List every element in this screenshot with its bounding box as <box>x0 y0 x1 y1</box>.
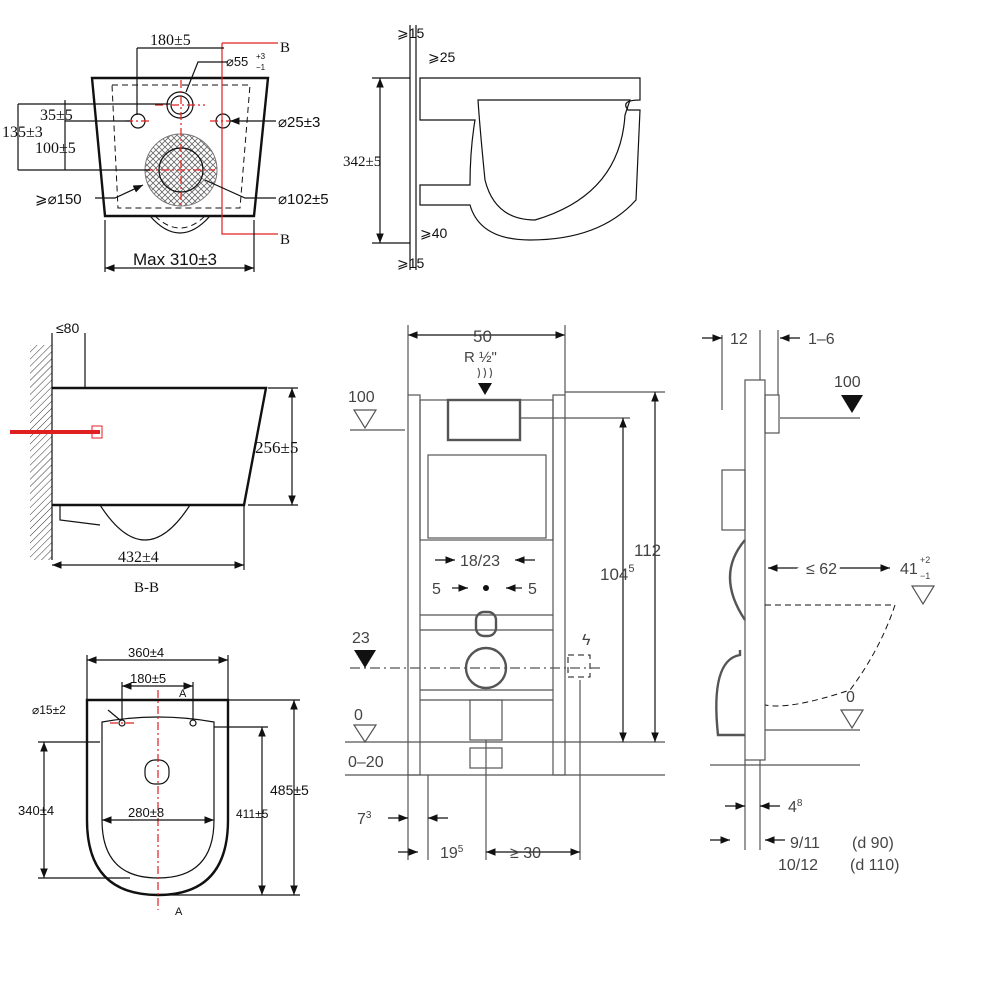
dia-55-tol-minus: −1 <box>256 63 266 72</box>
dim-48: 48 <box>788 798 803 816</box>
bowl-top-view: B B 180±5 ⌀55 +3 −1 ⌀25±3 35±5 135±3 100… <box>2 32 329 272</box>
section-mark-b-top: B <box>280 40 290 56</box>
section-title: B-B <box>134 580 159 596</box>
dim-340: 340±4 <box>18 803 54 818</box>
section-mark-b-bottom: B <box>280 232 290 248</box>
frame-side-view: 12 1–6 100 ≤ 62 41 +2 −1 0 48 9/11 (d 90… <box>702 330 936 874</box>
d110: (d 110) <box>850 857 900 874</box>
dim-180-plan: 180±5 <box>130 671 166 686</box>
dim-195: 195 <box>440 844 464 862</box>
level-0-side: 0 <box>846 689 855 706</box>
dim-18-23: 18/23 <box>460 553 500 570</box>
dim-25: ⩾25 <box>428 49 456 65</box>
level-marker-100-side-icon <box>841 395 863 413</box>
water-inlet-label: R ½" <box>464 349 497 366</box>
section-mark-a-bottom: A <box>175 906 183 918</box>
dim-41-minus: −1 <box>920 571 930 581</box>
width-310: Max 310±3 <box>133 250 217 269</box>
water-inlet-icon <box>477 367 493 379</box>
level-marker-0-side-icon <box>839 709 865 730</box>
dia-25: ⌀25±3 <box>278 114 320 131</box>
dim-1-6: 1–6 <box>808 331 835 348</box>
width-360: 360±4 <box>128 645 164 660</box>
dim-62: ≤ 62 <box>806 561 837 578</box>
d90: (d 90) <box>852 835 894 852</box>
level-100: 100 <box>348 389 375 406</box>
bowl-plan-view: 360±4 180±5 A A ⌀15±2 280±8 340±4 411±5 … <box>18 645 309 918</box>
dia-55: ⌀55 <box>226 54 248 69</box>
dia-55-tol-plus: +3 <box>256 52 266 61</box>
level-marker-100-icon <box>352 409 378 430</box>
dim-40: ⩾40 <box>420 225 448 241</box>
dim-80: ≤80 <box>56 320 79 336</box>
level-100-side: 100 <box>834 374 861 391</box>
dia-102: ⌀102±5 <box>278 191 329 208</box>
dim-10-12: 10/12 <box>778 857 818 874</box>
bowl-side-section: 342±5 ⩾15 ⩾25 ⩾40 ⩾15 <box>343 25 641 271</box>
dim-35: 35±5 <box>40 107 73 124</box>
dim-41: 41 <box>900 561 918 578</box>
dia-15: ⌀15±2 <box>32 703 66 717</box>
height-256: 256±5 <box>255 438 298 457</box>
level-marker-41-icon <box>910 585 936 606</box>
dim-5-right: 5 <box>528 581 537 598</box>
inner-width-280: 280±8 <box>128 805 164 820</box>
level-0: 0 <box>354 707 363 724</box>
level-marker-0-icon <box>352 724 378 744</box>
length-432: 432±4 <box>118 549 159 566</box>
frame-width-50: 50 <box>473 327 492 346</box>
height-112: 112 <box>634 541 661 560</box>
dim-41-plus: +2 <box>920 555 930 565</box>
electric-icon: ϟ <box>582 632 591 649</box>
section-bb-view: ≤80 256±5 432±4 B-B <box>10 320 298 596</box>
dim-15-bottom: ⩾15 <box>397 255 425 271</box>
height-1045: 1045 <box>600 563 635 584</box>
height-342: 342±5 <box>343 154 381 170</box>
dim-5-left: 5 <box>432 581 441 598</box>
dim-12: 12 <box>730 331 748 348</box>
level-marker-23-icon <box>354 650 376 668</box>
frame-front-view: 50 R ½" 100 23 0 0–20 18/23 5 5 ϟ 112 10… <box>345 325 665 862</box>
dia-150: ⩾⌀150 <box>35 191 82 208</box>
floor-range: 0–20 <box>348 754 384 771</box>
dim-100: 100±5 <box>35 140 76 157</box>
dim-411: 411±5 <box>236 807 269 821</box>
level-23: 23 <box>352 630 370 647</box>
dim-73: 73 <box>357 810 372 828</box>
section-mark-a-top: A <box>179 688 187 700</box>
inlet-arrow-icon <box>478 383 492 395</box>
dim-180: 180±5 <box>150 32 191 49</box>
dim-30: ≥ 30 <box>510 845 541 862</box>
dim-485: 485±5 <box>270 782 309 798</box>
dim-135: 135±3 <box>2 124 43 141</box>
dim-9-11: 9/11 <box>790 835 820 852</box>
dim-15-top: ⩾15 <box>397 25 425 41</box>
